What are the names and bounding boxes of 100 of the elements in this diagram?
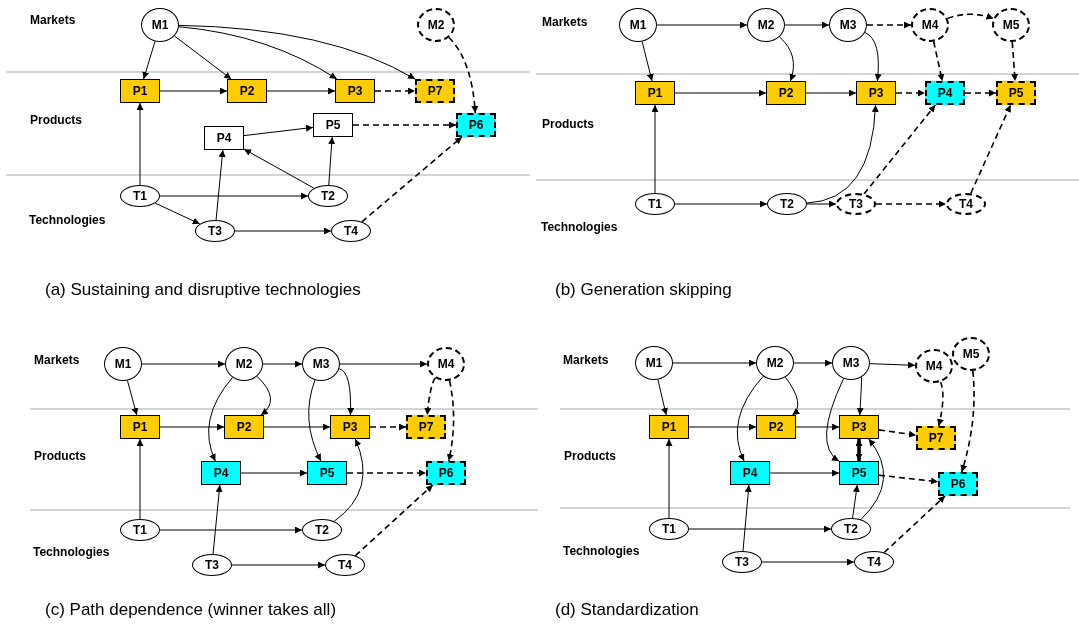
dashed-arrow	[964, 89, 997, 97]
technology-ellipse: T1	[649, 518, 689, 540]
dashed-arrow	[446, 379, 455, 462]
lane-label: Products	[542, 117, 594, 131]
technology-ellipse: T3	[192, 554, 232, 576]
arrow	[674, 89, 767, 97]
product-box: P4	[730, 461, 770, 485]
arrow	[178, 24, 416, 80]
market-circle: M3	[302, 347, 340, 381]
product-box: P1	[120, 79, 160, 103]
dashed-arrow	[960, 370, 975, 473]
arrow	[742, 484, 752, 552]
technology-ellipse: T1	[120, 185, 160, 207]
arrow	[159, 87, 228, 95]
dashed-arrow	[946, 13, 995, 20]
market-circle: M2	[417, 8, 455, 42]
technology-ellipse: T2	[302, 519, 342, 541]
arrow	[256, 375, 271, 416]
arrow	[136, 438, 144, 520]
arrow	[174, 35, 232, 80]
lane-label: Markets	[34, 353, 80, 367]
arrow	[266, 87, 336, 95]
lane-label: Products	[34, 449, 86, 463]
arrow	[688, 423, 757, 431]
arrow	[864, 32, 882, 82]
arrow	[665, 438, 673, 519]
product-box: P6	[938, 472, 978, 496]
arrow	[263, 423, 331, 431]
technology-ellipse: T2	[767, 193, 807, 215]
dashed-arrow	[878, 429, 917, 438]
lane-label: Markets	[30, 13, 76, 27]
market-circle: M4	[911, 8, 949, 42]
product-box: P4	[201, 461, 241, 485]
arrow	[142, 40, 156, 80]
product-box: P6	[426, 461, 466, 485]
lane-label: Technologies	[33, 545, 110, 559]
arrow	[793, 359, 833, 367]
product-box: P7	[406, 415, 446, 439]
dashed-arrow	[361, 136, 463, 223]
dashed-arrow	[369, 423, 407, 431]
arrow	[243, 148, 315, 189]
dashed-arrow	[1011, 41, 1019, 82]
arrow	[159, 423, 225, 431]
dashed-arrow	[875, 200, 947, 208]
double-arrow	[855, 439, 863, 461]
product-box: P2	[766, 81, 806, 105]
market-circle: M1	[141, 8, 179, 42]
technology-ellipse: T4	[331, 220, 371, 242]
product-box: P3	[330, 415, 370, 439]
arrow	[795, 423, 840, 431]
technology-ellipse: T3	[195, 220, 235, 242]
product-box: P2	[756, 415, 796, 439]
panel-caption: (a) Sustaining and disruptive technologies	[45, 280, 361, 300]
dashed-arrow	[374, 87, 416, 95]
arrow	[208, 377, 233, 462]
panel-caption: (d) Standardization	[555, 600, 699, 620]
product-box: P5	[313, 113, 353, 137]
market-circle: M3	[832, 346, 870, 380]
product-box: P3	[839, 415, 879, 439]
product-box: P3	[856, 81, 896, 105]
lane-label: Technologies	[563, 544, 640, 558]
product-box: P3	[335, 79, 375, 103]
panel-caption: (c) Path dependence (winner takes all)	[45, 600, 337, 620]
arrow	[339, 360, 428, 368]
arrow	[262, 360, 303, 368]
arrow	[159, 526, 303, 534]
product-box: P2	[224, 415, 264, 439]
dashed-arrow	[352, 121, 457, 129]
arrow	[672, 359, 757, 367]
technology-ellipse: T3	[722, 551, 762, 573]
product-box: P5	[839, 461, 879, 485]
arrow	[136, 102, 144, 186]
arrow	[656, 21, 748, 29]
arrow	[657, 379, 668, 416]
lane-label: Technologies	[29, 213, 106, 227]
dashed-arrow	[878, 474, 939, 485]
dashed-arrow	[866, 21, 912, 29]
market-circle: M2	[756, 346, 794, 380]
market-circle: M1	[104, 347, 142, 381]
lane-label: Markets	[542, 15, 588, 29]
product-box: P5	[996, 81, 1036, 105]
lane-label: Products	[564, 449, 616, 463]
arrow	[308, 379, 322, 462]
product-box: P1	[635, 81, 675, 105]
arrow	[688, 525, 832, 533]
market-circle: M3	[829, 8, 867, 42]
dashed-arrow	[448, 36, 479, 114]
product-box: P6	[456, 113, 496, 137]
arrow	[328, 136, 336, 186]
lane-label: Markets	[563, 353, 609, 367]
arrow	[736, 375, 764, 462]
arrow	[231, 561, 326, 569]
market-circle: M1	[635, 346, 673, 380]
market-circle: M5	[992, 8, 1030, 42]
lane-label: Technologies	[541, 220, 618, 234]
arrow	[860, 438, 885, 520]
arrow	[769, 469, 840, 477]
arrow	[805, 89, 857, 97]
arrow	[159, 192, 309, 200]
arrow	[856, 376, 864, 416]
